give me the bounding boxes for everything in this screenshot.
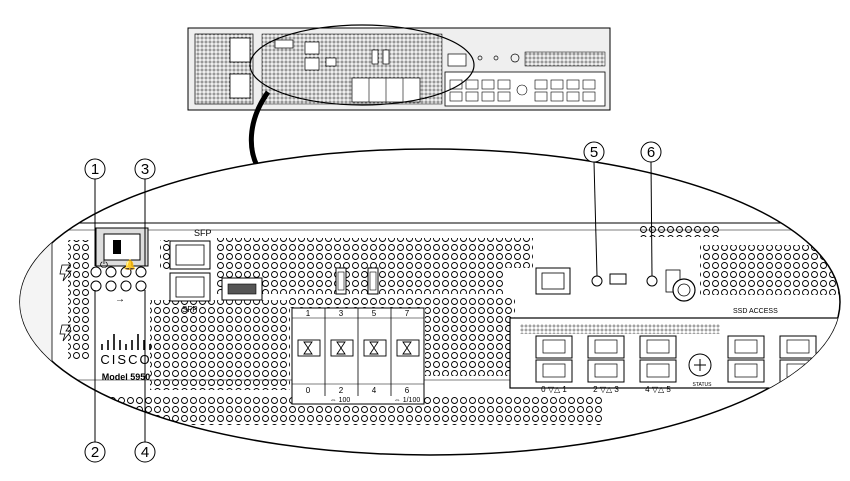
port-num-5: 5 xyxy=(372,309,377,318)
rj45-label-2-3: 2 ▽△ 3 xyxy=(593,385,619,394)
sfp-port-label: SFP xyxy=(182,305,198,314)
arrow-icon: → xyxy=(115,294,125,305)
bell-icon: 🔔 xyxy=(124,259,136,271)
port-num-7: 7 xyxy=(405,309,410,318)
magnified-panel: ⏻ 🔔 → CISCO Model 5950 SFP SFP xyxy=(19,148,841,456)
callout-2: 2 xyxy=(91,444,99,461)
rj45-label-4-5: 4 ▽△ 5 xyxy=(645,385,671,394)
callout-3: 3 xyxy=(141,161,149,178)
rj45-module: 0 ▽△ 1 2 ▽△ 3 4 ▽△ 5 STATUS xyxy=(509,317,840,394)
callouts xyxy=(84,141,662,463)
led-cluster xyxy=(90,266,147,292)
callout-4: 4 xyxy=(141,444,149,461)
mini-usb-port xyxy=(609,273,627,285)
port-num-2: 2 xyxy=(339,386,344,395)
status-label: STATUS xyxy=(693,382,713,388)
port-num-0: 0 xyxy=(306,386,311,395)
status-led-6 xyxy=(646,275,658,287)
port-num-4: 4 xyxy=(372,386,377,395)
sfp-port-block: 1 3 5 7 0 2 4 6 ⇔ 100 ⇔ 1/100 xyxy=(291,307,425,405)
model-label: Model 5950 xyxy=(102,372,151,382)
callout-5: 5 xyxy=(590,144,598,161)
ssd-access-label: SSD ACCESS xyxy=(733,308,778,315)
callout-6: 6 xyxy=(647,144,655,161)
speed-label-100: ⇔ 100 xyxy=(330,397,351,404)
rj45-label-0-1: 0 ▽△ 1 xyxy=(541,385,567,394)
port-num-1: 1 xyxy=(306,309,311,318)
power-icon: ⏻ xyxy=(100,260,108,271)
cisco-logo xyxy=(101,334,151,350)
zoom-region xyxy=(249,24,475,106)
status-led-5 xyxy=(591,275,603,287)
speed-label-1-100: ⇔ 1/100 xyxy=(394,397,421,404)
device-thumbnail xyxy=(187,24,611,111)
callout-1: 1 xyxy=(91,161,99,178)
port-num-3: 3 xyxy=(339,309,344,318)
sfp-label: SFP xyxy=(194,228,212,238)
port-num-6: 6 xyxy=(405,386,410,395)
brand-label: CISCO xyxy=(100,352,151,367)
